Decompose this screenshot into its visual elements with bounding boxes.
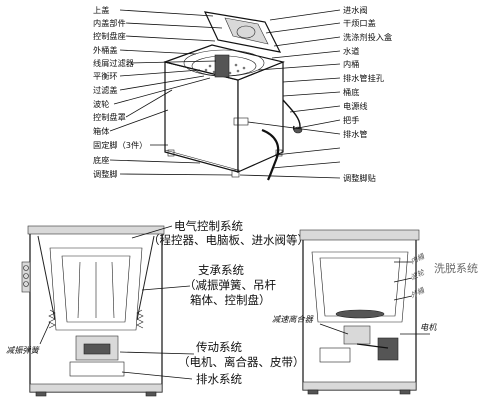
bottom-right-section bbox=[299, 229, 420, 395]
label-drain-hook: 排水管挂孔 bbox=[343, 73, 384, 83]
left-leader-lines bbox=[109, 9, 233, 176]
damping-spring-label: 减振弹簧 bbox=[6, 345, 41, 355]
drain-system-title: 排水系统 bbox=[196, 372, 242, 386]
label-tub-bottom: 桶底 bbox=[343, 87, 359, 97]
label-drain-hose: 排水管 bbox=[343, 129, 368, 139]
electrical-system-detail: （程控器、电脑板、进水阀等） bbox=[148, 233, 309, 247]
label-power-cord: 电源线 bbox=[343, 101, 368, 111]
label-lint-filter: 线屑过滤器 bbox=[93, 58, 134, 68]
label-impeller: 波轮 bbox=[93, 99, 109, 109]
label-balance-ring: 平衡环 bbox=[93, 71, 118, 81]
label-filter-cover: 过滤盖 bbox=[93, 85, 118, 95]
label-base: 底座 bbox=[93, 155, 109, 165]
label-control-base: 控制盘座 bbox=[93, 31, 126, 41]
right-leader-lines bbox=[239, 9, 341, 179]
bottom-left-section bbox=[21, 225, 165, 397]
spin-system-title: 洗脱系统 bbox=[434, 261, 478, 275]
label-inner-lid: 内盖部件 bbox=[93, 18, 126, 28]
label-dry-port-cover: 干烦口盖 bbox=[343, 18, 376, 28]
label-control-cover: 控制盘罩 bbox=[93, 112, 126, 122]
clutch-label: 减速离合器 bbox=[272, 314, 314, 324]
motor-label: 电机 bbox=[420, 322, 437, 332]
label-detergent-box: 洗涤剂投入盒 bbox=[343, 32, 392, 42]
label-outer-tub-cover: 外桶盖 bbox=[93, 45, 118, 55]
label-top-lid: 上盖 bbox=[93, 5, 109, 15]
support-system-detail-2: 箱体、控制盘） bbox=[190, 293, 271, 307]
drive-system-detail: （电机、离合器、皮带） bbox=[178, 355, 305, 369]
support-system-title: 支承系统 bbox=[198, 263, 244, 277]
bottom-left-labels: 电气控制系统 （程控器、电脑板、进水阀等） 支承系统 （减振弹簧、吊杆 箱体、控… bbox=[6, 219, 309, 386]
support-system-detail-1: （减振弹簧、吊杆 bbox=[184, 278, 276, 292]
top-machine-illustration bbox=[162, 11, 303, 181]
label-cabinet: 箱体 bbox=[93, 126, 109, 136]
left-labels: 上盖 内盖部件 控制盘座 外桶盖 线屑过滤器 平衡环 过滤盖 波轮 控制盘罩 箱… bbox=[93, 5, 147, 179]
bottom-left-leaders bbox=[39, 225, 195, 380]
label-fixed-feet: 固定脚（3件） bbox=[93, 140, 147, 150]
label-foot-pad: 调整脚贴 bbox=[343, 173, 376, 183]
label-inlet-valve: 进水阀 bbox=[343, 5, 368, 15]
drive-system-title: 传动系统 bbox=[196, 340, 242, 354]
label-inner-tub: 内桶 bbox=[343, 59, 359, 69]
label-handle: 把手 bbox=[343, 115, 359, 125]
electrical-system-title: 电气控制系统 bbox=[174, 219, 243, 233]
right-labels: 进水阀 干烦口盖 洗涤剂投入盒 水道 内桶 排水管挂孔 桶底 电源线 把手 排水… bbox=[343, 5, 392, 183]
label-adjust-foot: 调整脚 bbox=[93, 169, 118, 179]
label-water-channel: 水道 bbox=[343, 46, 359, 56]
